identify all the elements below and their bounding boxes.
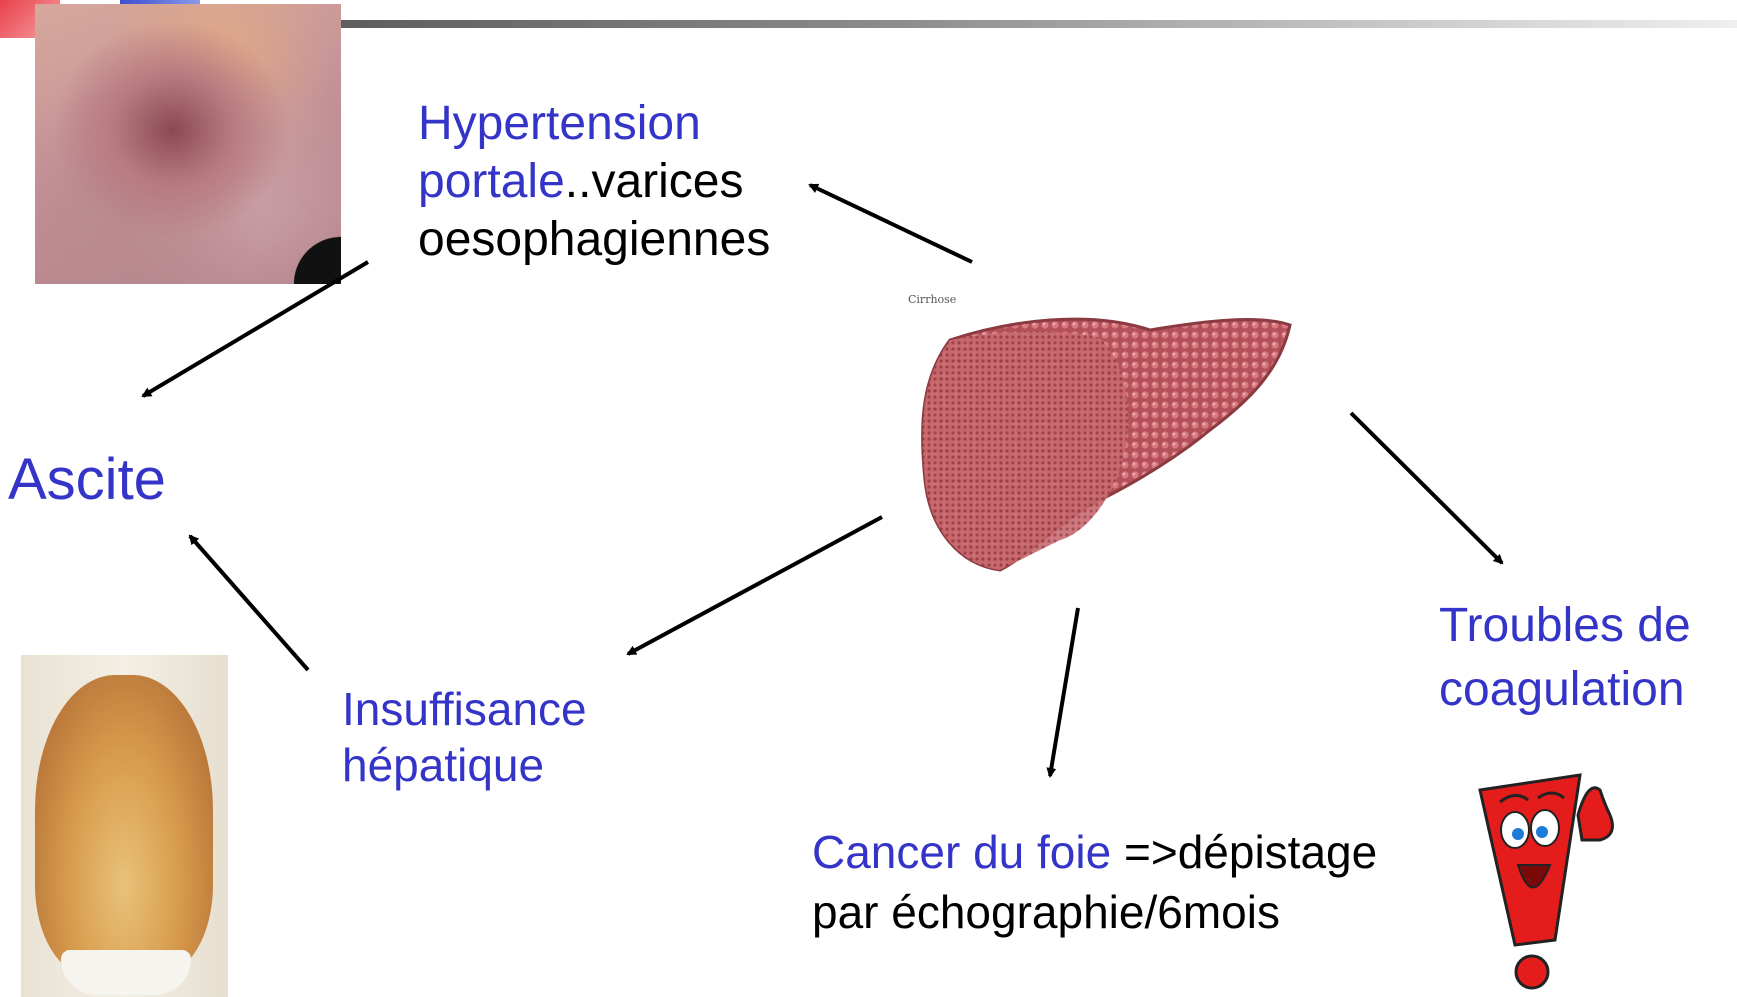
arrow-liver-to-insuffisance — [628, 517, 882, 654]
hypertension-title: Hypertension — [418, 95, 770, 153]
arrow-liver-to-troubles — [1351, 413, 1502, 563]
node-insuffisance: Insuffisance hépatique — [342, 681, 587, 793]
insuffisance-line2: hépatique — [342, 737, 587, 793]
troubles-line1: Troubles de — [1439, 594, 1691, 658]
hypertension-portale: portale — [418, 155, 565, 208]
arrow-liver-to-hypertension — [810, 185, 972, 262]
arrow-insuffisance-to-ascite — [190, 536, 308, 670]
cancer-line2: par échographie/6mois — [812, 882, 1377, 942]
arrow-liver-to-cancer — [1050, 608, 1078, 776]
troubles-line2: coagulation — [1439, 658, 1691, 722]
node-troubles: Troubles de coagulation — [1439, 594, 1691, 722]
hypertension-varices: ..varices — [565, 155, 744, 208]
insuffisance-line1: Insuffisance — [342, 681, 587, 737]
hypertension-line2: portale..varices — [418, 153, 770, 211]
arrow-hypertension-to-ascite — [143, 262, 368, 396]
node-hypertension: Hypertension portale..varices oesophagie… — [418, 95, 770, 269]
cancer-depistage: =>dépistage — [1111, 826, 1377, 878]
cancer-title: Cancer du foie — [812, 826, 1111, 878]
cancer-line1: Cancer du foie =>dépistage — [812, 822, 1377, 882]
node-ascite: Ascite — [8, 449, 166, 511]
hypertension-line3: oesophagiennes — [418, 211, 770, 269]
node-cancer: Cancer du foie =>dépistage par échograph… — [812, 822, 1377, 942]
